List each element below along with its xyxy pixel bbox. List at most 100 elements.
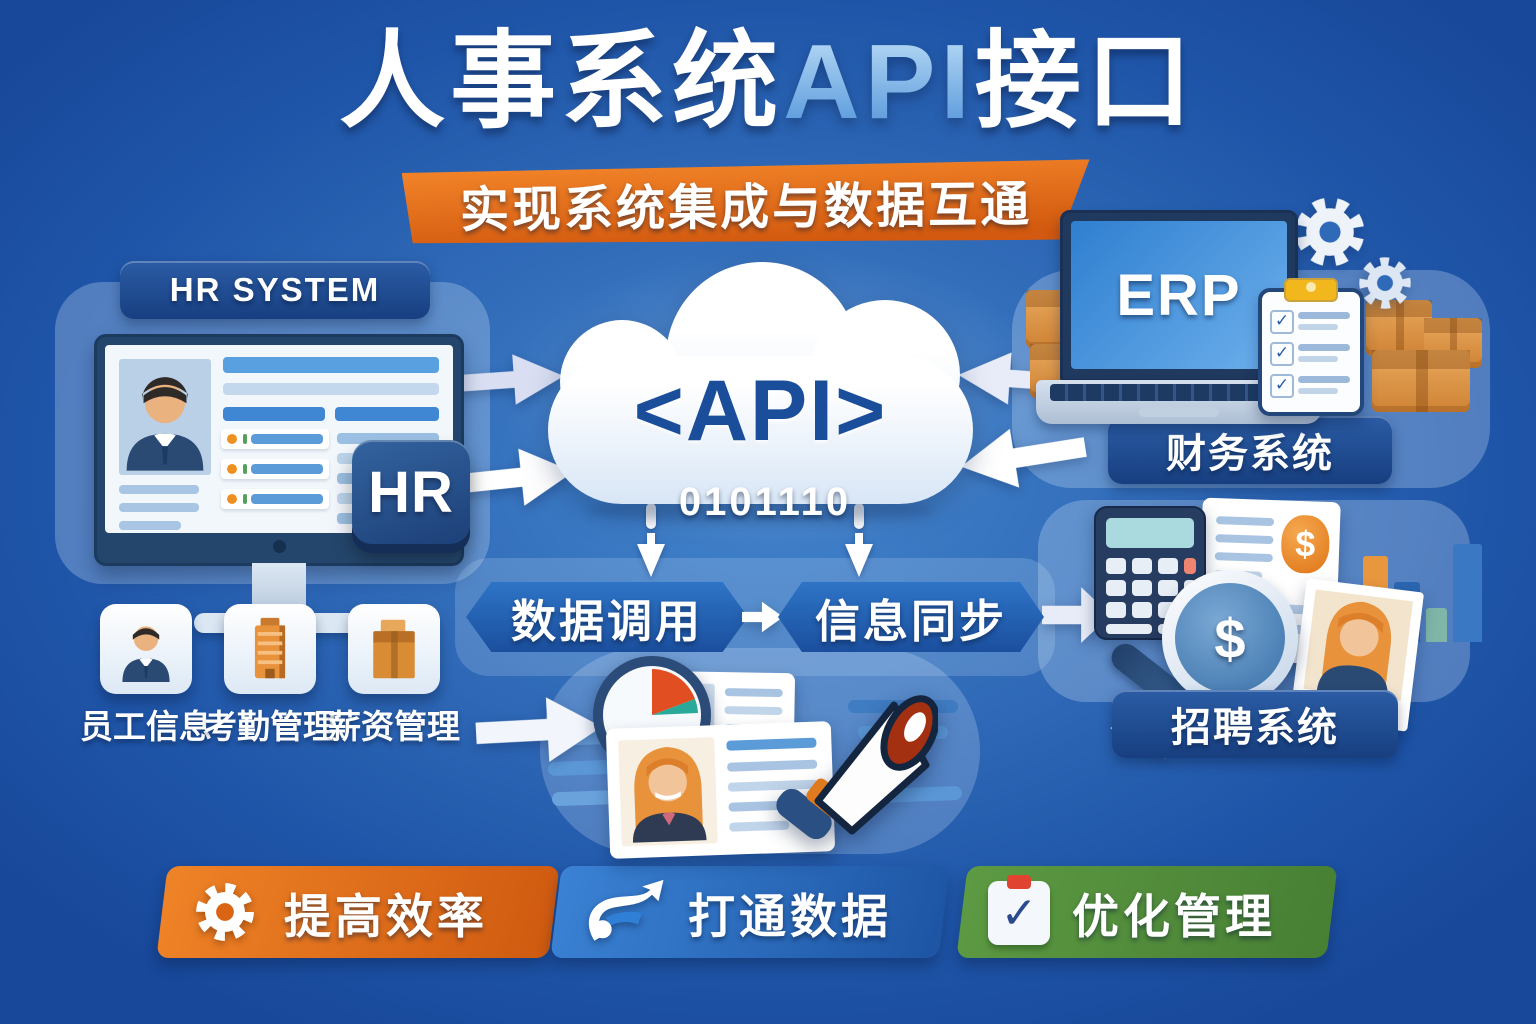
title-part3: 接口: [974, 23, 1197, 141]
module-label-employee: 员工信息: [80, 708, 212, 745]
cloud-body: [548, 356, 973, 504]
benefit-banner-inner: 提高效率: [162, 866, 554, 958]
arrow-process-to-finance-icon: [1042, 584, 1112, 646]
hr-badge: HR: [352, 440, 470, 544]
doc-line: [1214, 552, 1273, 563]
clipboard-checklist-icon: ✓ ✓ ✓: [1258, 278, 1364, 416]
checklist-line: [1298, 356, 1338, 362]
box-tape: [1450, 318, 1458, 368]
check-box: ✓: [1270, 374, 1294, 398]
module-card-attendance: [224, 604, 316, 694]
hr-badge-text: HR: [368, 459, 454, 525]
box-flap: [1372, 350, 1470, 369]
arrow-erp-to-api-icon: [954, 346, 1080, 412]
woman-avatar-icon: [632, 747, 707, 843]
subtitle-text: 实现系统集成与数据互通: [459, 177, 1033, 238]
module-card-payroll: [348, 604, 440, 694]
check-box: ✓: [1270, 310, 1294, 334]
list-bar: [251, 464, 323, 474]
arrow-hr-to-api-icon: [446, 348, 568, 412]
box-tape: [1395, 300, 1404, 356]
checklist-line: [1298, 312, 1350, 319]
subtitle-ribbon: 实现系统集成与数据互通: [402, 159, 1091, 246]
cloud-api-text: <API>: [633, 363, 888, 459]
attendance-building-icon: [254, 617, 286, 679]
screen-bar: [223, 383, 439, 395]
chart-bar: [1453, 544, 1482, 642]
doc-line: [1215, 534, 1274, 545]
profile-line: [119, 503, 199, 512]
gear-icon: [1278, 180, 1382, 284]
benefit-banner-efficiency: 提高效率: [156, 866, 560, 958]
binary-text: 0101110: [678, 480, 852, 524]
benefit-label-data: 打通数据: [688, 889, 892, 943]
benefit-banner-management: ✓ 优化管理: [956, 866, 1338, 958]
dollar-sign: $: [1214, 606, 1246, 670]
screen-header-bar: [335, 407, 439, 421]
gear-icon: [1340, 238, 1431, 329]
profile-card-icon: [605, 721, 836, 859]
title-part1: 人事系统: [339, 23, 784, 141]
dollar-coin-icon: $: [1280, 514, 1331, 575]
list-tick: [243, 434, 247, 444]
magnifier-lens: $: [1175, 583, 1285, 693]
benefit-label-efficiency: 提高效率: [284, 889, 488, 943]
doc-line: [1215, 516, 1275, 527]
process-step1-banner: 数据调用: [466, 582, 748, 652]
module-label-attendance: 考勤管理: [204, 708, 336, 745]
employee-avatar-icon: [126, 377, 204, 471]
checklist-line: [1298, 388, 1338, 394]
profile-line: [119, 521, 181, 530]
benefit-label-management: 优化管理: [1072, 889, 1276, 943]
package-box-icon: [1366, 300, 1432, 356]
box-flap: [1424, 318, 1482, 333]
erp-screen-text: ERP: [1116, 262, 1242, 328]
list-bar: [251, 434, 323, 444]
erp-laptop-icon: ERP: [1060, 210, 1298, 382]
module-card-employee: [100, 604, 192, 694]
hr-system-label-text: HR SYSTEM: [169, 271, 381, 308]
title-api: API: [783, 23, 975, 141]
package-box-icon: [1372, 350, 1470, 412]
chart-bar: [1426, 608, 1448, 642]
data-flow-icon: [582, 875, 666, 949]
profile-photo: [618, 737, 718, 847]
clipboard-clip-hole: [1306, 282, 1316, 292]
arrow-modules-to-center-icon: [474, 691, 606, 770]
page-title: 人事系统API接口: [0, 24, 1536, 141]
finance-system-label: 财务系统: [1108, 416, 1392, 484]
list-tick: [243, 464, 247, 474]
monitor-power-dot: [273, 540, 286, 553]
list-dot: [227, 434, 237, 444]
module-label-payroll: 薪资管理: [328, 708, 460, 745]
employee-icon: [122, 626, 170, 682]
arrow-finance-to-api-icon: [954, 414, 1091, 499]
process-step2-text: 信息同步: [814, 595, 1007, 647]
finance-system-label-text: 财务系统: [1166, 432, 1334, 476]
check-mark: ✓: [1000, 888, 1038, 938]
box-tape: [1416, 350, 1428, 412]
laptop-touchpad: [1139, 407, 1219, 417]
process-step1-text: 数据调用: [510, 595, 703, 647]
process-connector-arrow-icon: [742, 600, 784, 634]
recruitment-system-label: 招聘系统: [1112, 690, 1398, 758]
erp-laptop-screen: ERP: [1071, 221, 1287, 369]
recruitment-system-label-text: 招聘系统: [1171, 706, 1339, 750]
arrow-hr-badge-to-api-icon: [449, 440, 579, 517]
profile-line: [119, 485, 199, 494]
checklist-line: [1298, 376, 1350, 383]
list-bar: [251, 494, 323, 504]
hr-system-label: HR SYSTEM: [120, 261, 430, 319]
checklist-line: [1298, 324, 1338, 330]
screen-bar: [337, 433, 439, 444]
checklist-line: [1298, 344, 1350, 351]
gear-icon: [188, 875, 262, 949]
erp-laptop-base: [1036, 380, 1322, 424]
hr-monitor-screen: [105, 345, 453, 533]
magnifier-dollar-icon: $: [1105, 570, 1298, 722]
employee-photo: [119, 359, 211, 475]
list-tick: [243, 494, 247, 504]
process-step2-banner: 信息同步: [778, 582, 1044, 652]
woman-avatar-icon: [1316, 601, 1392, 700]
